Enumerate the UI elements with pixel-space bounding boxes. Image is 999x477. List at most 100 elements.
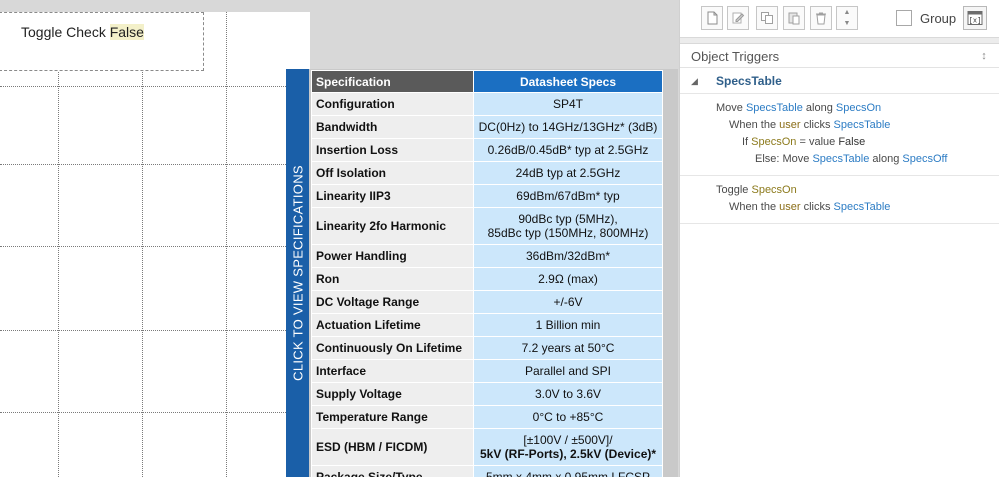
spec-value: Parallel and SPI xyxy=(473,359,663,383)
trigger-action-text: along xyxy=(802,102,836,114)
widget-tree-item[interactable]: ◢ SpecsTable xyxy=(680,68,999,94)
table-row: Configuration SP4T xyxy=(311,92,663,116)
design-canvas[interactable]: Toggle Check False CLICK TO VIEW SPECIFI… xyxy=(0,0,679,477)
section-divider xyxy=(680,38,999,44)
widget-name: SpecsTable xyxy=(716,74,782,88)
spec-label: Ron xyxy=(311,267,474,291)
table-row: Bandwidth DC(0Hz) to 14GHz/13GHz* (3dB) xyxy=(311,115,663,139)
trigger-action-verb: Toggle xyxy=(716,184,752,196)
specs-table-widget[interactable]: CLICK TO VIEW SPECIFICATIONS Specificati… xyxy=(286,69,678,477)
vertical-guide xyxy=(142,12,143,477)
table-row: Ron 2.9Ω (max) xyxy=(311,267,663,291)
spec-value: [±100V / ±500V]/ 5kV (RF-Ports), 2.5kV (… xyxy=(473,428,663,466)
spec-value-line: 5kV (RF-Ports), 2.5kV (Device)* xyxy=(479,447,657,461)
trigger-when-line[interactable]: When the user clicks SpecsTable xyxy=(680,117,999,134)
spec-value: 0.26dB/0.45dB* typ at 2.5GHz xyxy=(473,138,663,162)
copy-icon[interactable] xyxy=(756,6,778,30)
spec-label: Off Isolation xyxy=(311,161,474,185)
specs-header-row: Specification Datasheet Specs xyxy=(311,70,663,93)
object-triggers-header[interactable]: Object Triggers ↕ xyxy=(680,44,999,68)
trigger-user-link[interactable]: user xyxy=(779,201,801,213)
interactions-panel: ▲ ▼ Group [x] Object Triggers ↕ ◢ SpecsT… xyxy=(679,0,999,477)
specs-table[interactable]: Specification Datasheet Specs Configurat… xyxy=(311,70,663,477)
table-row: ESD (HBM / FICDM) [±100V / ±500V]/ 5kV (… xyxy=(311,428,663,466)
table-row: Package Size/Type 5mm x 4mm x 0.95mm LFC… xyxy=(311,465,663,477)
object-triggers-title: Object Triggers xyxy=(691,49,780,64)
trigger-if-line[interactable]: If SpecsOn = value False xyxy=(680,134,999,151)
spec-value: 69dBm/67dBm* typ xyxy=(473,184,663,208)
trigger-block-move[interactable]: Move SpecsTable along SpecsOn When the u… xyxy=(680,94,999,176)
table-row: Actuation Lifetime 1 Billion min xyxy=(311,313,663,337)
spec-value: 3.0V to 3.6V xyxy=(473,382,663,406)
trigger-variable-link[interactable]: SpecsOn xyxy=(751,136,797,148)
trigger-else-line[interactable]: Else: Move SpecsTable along SpecsOff xyxy=(680,151,999,168)
view-specifications-tab-label: CLICK TO VIEW SPECIFICATIONS xyxy=(290,165,305,381)
table-row: Insertion Loss 0.26dB/0.45dB* typ at 2.5… xyxy=(311,138,663,162)
trigger-target-link[interactable]: SpecsTable xyxy=(745,102,803,114)
spec-label: Continuously On Lifetime xyxy=(311,336,474,360)
horizontal-guide xyxy=(0,164,310,165)
spec-label: Power Handling xyxy=(311,244,474,268)
spec-value: 0°C to +85°C xyxy=(473,405,663,429)
table-row: Linearity 2fo Harmonic 90dBc typ (5MHz),… xyxy=(311,207,663,245)
delete-icon[interactable] xyxy=(810,6,832,30)
spec-label: Bandwidth xyxy=(311,115,474,139)
edit-icon[interactable] xyxy=(727,6,749,30)
paste-icon[interactable] xyxy=(783,6,805,30)
trigger-if-text: = value xyxy=(796,136,839,148)
trigger-target-link[interactable]: SpecsTable xyxy=(812,153,870,165)
trigger-else-text: Else: Move xyxy=(755,153,813,165)
spec-value: SP4T xyxy=(473,92,663,116)
expand-arrow-icon[interactable]: ◢ xyxy=(691,76,698,86)
vertical-guide xyxy=(58,12,59,477)
spec-label: Temperature Range xyxy=(311,405,474,429)
move-up-down-icon[interactable]: ▲ ▼ xyxy=(836,6,858,30)
trigger-path-link[interactable]: SpecsOn xyxy=(835,102,882,114)
variables-icon[interactable]: [x] xyxy=(963,6,987,30)
spec-label: Linearity 2fo Harmonic xyxy=(311,207,474,245)
spec-value: +/-6V xyxy=(473,290,663,314)
spec-label: Supply Voltage xyxy=(311,382,474,406)
trigger-target-link[interactable]: SpecsTable xyxy=(833,119,891,131)
trigger-when-text: clicks xyxy=(800,119,834,131)
vertical-guide xyxy=(226,12,227,477)
trigger-user-link[interactable]: user xyxy=(779,119,801,131)
trigger-when-text: clicks xyxy=(800,201,834,213)
trigger-block-toggle[interactable]: Toggle SpecsOn When the user clicks Spec… xyxy=(680,176,999,224)
spec-label: Configuration xyxy=(311,92,474,116)
trigger-target-link[interactable]: SpecsTable xyxy=(833,201,891,213)
spec-value: 90dBc typ (5MHz), 85dBc typ (150MHz, 800… xyxy=(473,207,663,245)
svg-text:[x]: [x] xyxy=(969,18,982,26)
spec-label: DC Voltage Range xyxy=(311,290,474,314)
trigger-variable-link[interactable]: SpecsOn xyxy=(751,184,797,196)
spec-value: 24dB typ at 2.5GHz xyxy=(473,161,663,185)
artboard[interactable] xyxy=(0,12,310,477)
spec-value: 2.9Ω (max) xyxy=(473,267,663,291)
trigger-when-text: When the xyxy=(729,119,780,131)
spec-label: ESD (HBM / FICDM) xyxy=(311,428,474,466)
move-down-icon[interactable]: ▼ xyxy=(843,20,851,27)
table-row: Continuously On Lifetime 7.2 years at 50… xyxy=(311,336,663,360)
spec-value: 5mm x 4mm x 0.95mm LFCSP xyxy=(473,465,663,477)
toggle-check-value: False xyxy=(109,24,144,40)
trigger-path-link[interactable]: SpecsOff xyxy=(902,153,948,165)
spec-label: Actuation Lifetime xyxy=(311,313,474,337)
trigger-when-line[interactable]: When the user clicks SpecsTable xyxy=(680,199,999,216)
horizontal-guide xyxy=(0,412,310,413)
trigger-action-line[interactable]: Toggle SpecsOn xyxy=(680,182,999,199)
trigger-if-text: If xyxy=(742,136,752,148)
table-row: DC Voltage Range +/-6V xyxy=(311,290,663,314)
group-checkbox[interactable] xyxy=(896,10,912,26)
table-row: Temperature Range 0°C to +85°C xyxy=(311,405,663,429)
collapse-icon[interactable]: ↕ xyxy=(981,50,987,62)
table-row: Supply Voltage 3.0V to 3.6V xyxy=(311,382,663,406)
move-up-icon[interactable]: ▲ xyxy=(843,9,851,16)
toggle-check-label[interactable]: Toggle Check False xyxy=(0,12,204,71)
trigger-action-line[interactable]: Move SpecsTable along SpecsOn xyxy=(680,100,999,117)
view-specifications-tab[interactable]: CLICK TO VIEW SPECIFICATIONS xyxy=(286,69,309,477)
spec-label: Insertion Loss xyxy=(311,138,474,162)
spec-value: DC(0Hz) to 14GHz/13GHz* (3dB) xyxy=(473,115,663,139)
new-page-icon[interactable] xyxy=(701,6,723,30)
panel-toolbar: ▲ ▼ Group [x] xyxy=(680,0,999,38)
spec-label: Linearity IIP3 xyxy=(311,184,474,208)
